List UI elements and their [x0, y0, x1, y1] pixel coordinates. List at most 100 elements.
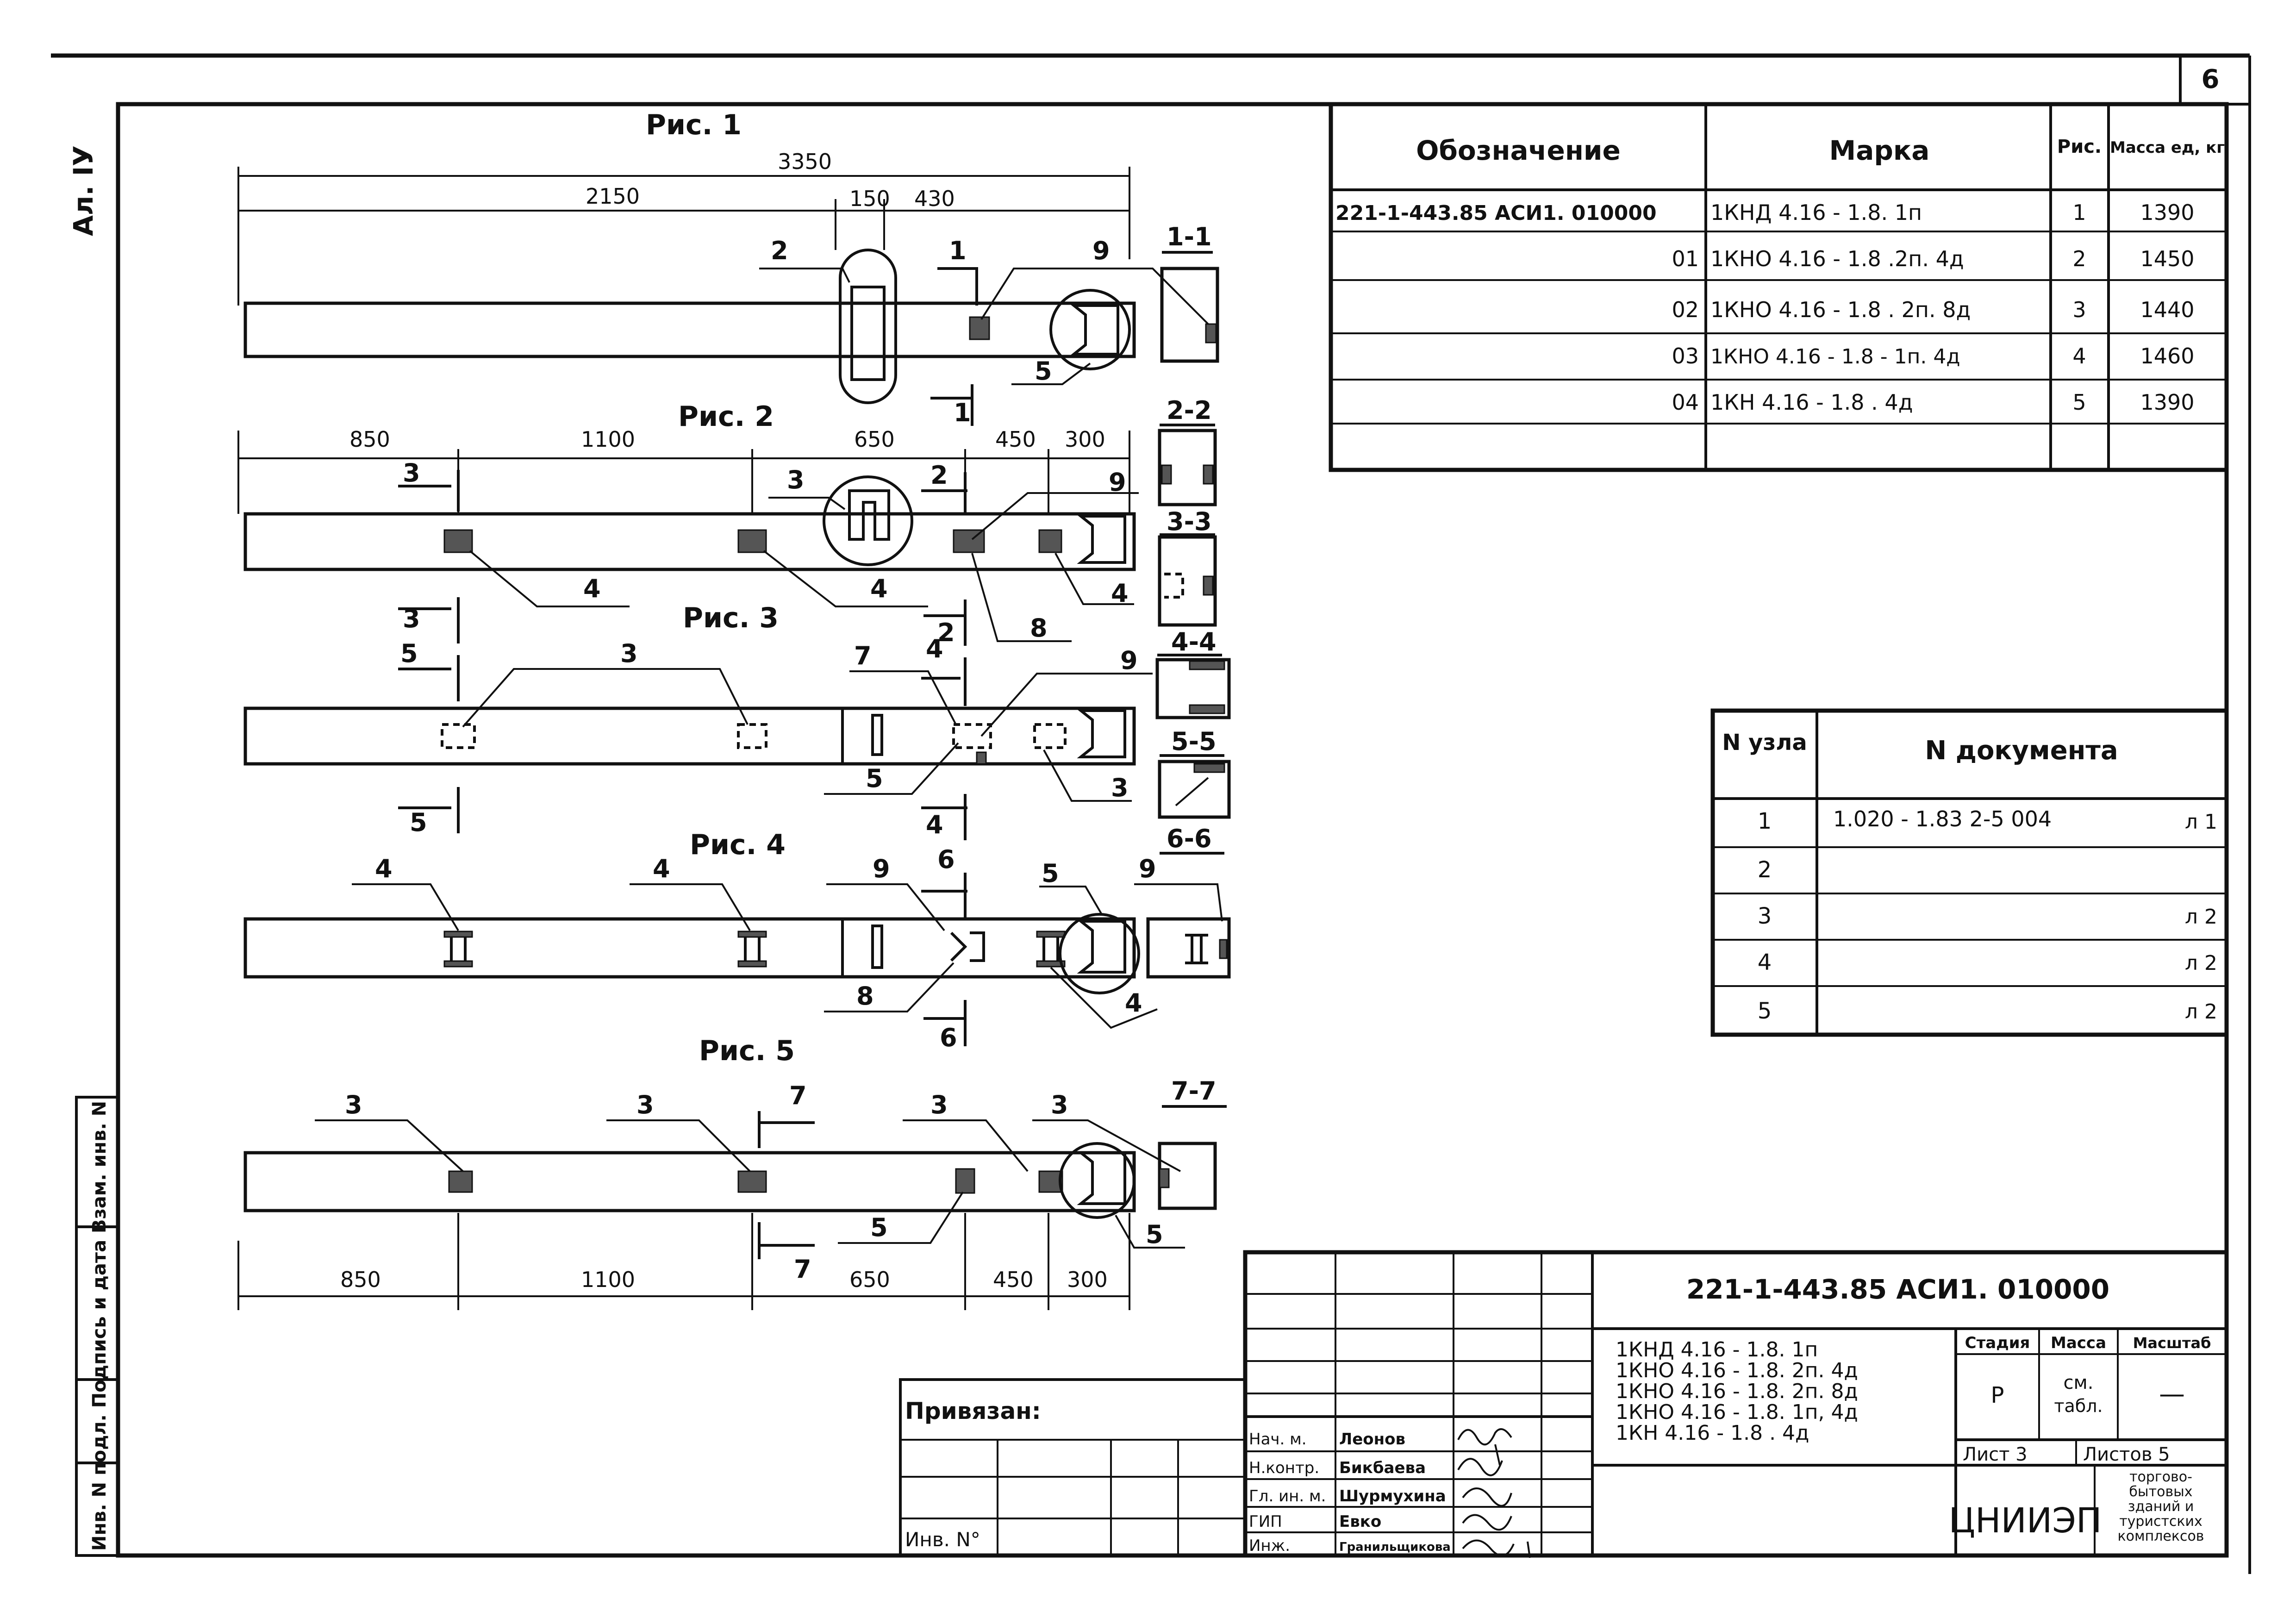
side-stamp: Инв. N подл. Подпись и дата Взам. инв. N	[75, 1096, 119, 1557]
tb-stage-value: Р	[1991, 1382, 2004, 1408]
fig4-callout-6a: 6	[937, 845, 955, 874]
fig3-callout-5a: 5	[400, 639, 418, 668]
fig5-callout-7b: 7	[794, 1255, 811, 1284]
tb-role-1: Нач. м.	[1249, 1430, 1307, 1449]
fig5-title: Рис. 5	[699, 1035, 795, 1067]
node-row2-node: 2	[1758, 857, 1772, 883]
tb-mark-3: 1КНО 4.16 - 1.8. 2п. 8д	[1616, 1380, 1858, 1403]
node-row5-sheet: л 2	[2185, 1000, 2217, 1024]
side-stamp-text: Инв. N подл. Подпись и дата Взам. инв. N	[89, 1101, 110, 1551]
fig4-title: Рис. 4	[690, 829, 786, 861]
fig1-callout-9: 9	[1092, 236, 1110, 265]
spec-row3-mass: 1440	[2140, 297, 2194, 322]
fig2-dim-450: 450	[995, 427, 1036, 452]
spec-row1-fig: 1	[2072, 200, 2086, 225]
fig5-section-7-7: 7-7	[1171, 1076, 1217, 1106]
fig5-callout-5a: 5	[870, 1213, 888, 1242]
tb-code: 221-1-443.85 АСИ1. 010000	[1686, 1274, 2109, 1305]
tb-name-3: Шурмухина	[1339, 1487, 1446, 1505]
spec-row4-mark: 1КНО 4.16 - 1.8 - 1п. 4д	[1710, 345, 1960, 369]
node-row1-node: 1	[1758, 808, 1772, 834]
fig1-dim-430: 430	[914, 186, 955, 211]
figure-2: Рис. 2 850 1100 650 450 300 2-2 3-3 3 3	[237, 396, 1217, 647]
fig5-callout-3d: 3	[1051, 1090, 1068, 1119]
spec-row1-mass: 1390	[2140, 200, 2194, 225]
fig5-callout-3c: 3	[930, 1090, 948, 1119]
fig4-callout-4c: 4	[1125, 988, 1142, 1018]
fig2-dim-1100: 1100	[581, 427, 635, 452]
tb-name-2: Бикбаева	[1339, 1459, 1426, 1477]
spec-row3-designation: 02	[1672, 297, 1699, 322]
fig1-dim-2150: 2150	[586, 184, 640, 209]
fig2-callout-4c: 4	[1111, 579, 1129, 608]
spec-row3-mark: 1КНО 4.16 - 1.8 . 2п. 8д	[1710, 297, 1971, 322]
fig4-callout-8: 8	[856, 981, 874, 1011]
fig2-section-2-2: 2-2	[1167, 396, 1212, 425]
node-row3-sheet: л 2	[2185, 905, 2217, 929]
spec-row4-fig: 4	[2072, 344, 2086, 369]
spec-row3-fig: 3	[2072, 297, 2086, 322]
tb-bound-label: Привязан:	[905, 1398, 1041, 1424]
tb-mark-1: 1КНД 4.16 - 1.8. 1п	[1616, 1338, 1818, 1362]
fig3-section-4-4: 4-4	[1171, 627, 1217, 656]
node-row5-node: 5	[1758, 998, 1772, 1024]
figure-4: Рис. 4 6-6 4 4 9 6 5 9 8 4	[243, 824, 1231, 1052]
node-row4-sheet: л 2	[2185, 951, 2217, 975]
fig1-title: Рис. 1	[646, 109, 742, 141]
fig2-dim-300: 300	[1065, 427, 1105, 452]
tb-org-desc-5: комплексов	[2117, 1528, 2204, 1544]
tb-mass-value-1: см.	[2064, 1372, 2094, 1393]
tb-mark-2: 1КНО 4.16 - 1.8. 2п. 4д	[1616, 1359, 1858, 1382]
fig4-callout-4a: 4	[375, 854, 393, 883]
spec-header-designation: Обозначение	[1416, 135, 1621, 166]
fig2-callout-2b: 2	[937, 618, 955, 647]
signatures	[1457, 1428, 1531, 1558]
spec-row5-fig: 5	[2072, 390, 2086, 415]
node-row4-node: 4	[1758, 949, 1772, 975]
fig3-section-5-5: 5-5	[1171, 727, 1217, 756]
figure-5: Рис. 5 7-7 3 3 7 3 3 5 5 7 850	[237, 1035, 1227, 1310]
spec-row2-mass: 1450	[2140, 246, 2194, 271]
fig4-callout-5: 5	[1042, 859, 1059, 888]
tb-scale-label: Масштаб	[2133, 1334, 2211, 1352]
node-table: N узла N документа 1 1.020 - 1.83 2-5 00…	[1710, 708, 2229, 1037]
album-label: Ал. IУ	[68, 145, 99, 236]
fig4-callout-9b: 9	[1139, 854, 1156, 883]
tb-name-4: Евко	[1339, 1512, 1381, 1531]
fig1-callout-5: 5	[1035, 356, 1052, 386]
fig5-callout-3a: 3	[345, 1090, 362, 1119]
fig4-callout-4b: 4	[653, 854, 670, 883]
spec-row4-designation: 03	[1672, 344, 1699, 369]
tb-org-desc-4: туристских	[2119, 1513, 2202, 1530]
spec-row5-mass: 1390	[2140, 390, 2194, 415]
fig3-callout-5c: 5	[410, 808, 427, 837]
spec-table: Обозначение Марка Рис. Масса ед, кг 221-…	[1329, 102, 2229, 472]
tb-name-1: Леонов	[1339, 1430, 1405, 1449]
tb-org-desc-2: бытовых	[2129, 1484, 2192, 1500]
node-row1-doc: 1.020 - 1.83 2-5 004	[1833, 806, 2052, 831]
fig3-callout-4a: 4	[926, 634, 943, 663]
figure-3: Рис. 3 4-4 5-5 5 3 7 4 9 5 3 5	[243, 602, 1231, 840]
fig1-dim-150: 150	[849, 186, 890, 211]
fig1-callout-1b: 1	[954, 398, 971, 427]
fig5-dim-850: 850	[340, 1267, 381, 1292]
fig4-callout-6b: 6	[940, 1023, 957, 1052]
tb-role-3: Гл. ин. м.	[1249, 1487, 1326, 1505]
fig2-callout-9: 9	[1109, 468, 1126, 497]
fig3-callout-3b: 3	[1111, 773, 1129, 802]
spec-row1-mark: 1КНД 4.16 - 1.8. 1п	[1710, 200, 1922, 225]
fig3-callout-4b: 4	[926, 810, 943, 839]
fig5-dim-450: 450	[993, 1267, 1034, 1292]
fig1-callout-2: 2	[771, 236, 788, 265]
tb-mark-4: 1КНО 4.16 - 1.8. 1п, 4д	[1616, 1400, 1858, 1424]
fig3-callout-3: 3	[620, 639, 638, 668]
spec-row5-designation: 04	[1672, 390, 1699, 415]
spec-row2-mark: 1КНО 4.16 - 1.8 .2п. 4д	[1710, 246, 1964, 271]
spec-row2-fig: 2	[2072, 246, 2086, 271]
fig2-section-3-3: 3-3	[1167, 507, 1212, 536]
tb-name-5: Гранильщикова	[1339, 1540, 1451, 1554]
spec-header-mass: Масса ед, кг	[2110, 138, 2225, 157]
fig1-section-1-1: 1-1	[1167, 222, 1212, 251]
fig2-dim-650: 650	[854, 427, 895, 452]
tb-stage-label: Стадия	[1965, 1334, 2030, 1352]
